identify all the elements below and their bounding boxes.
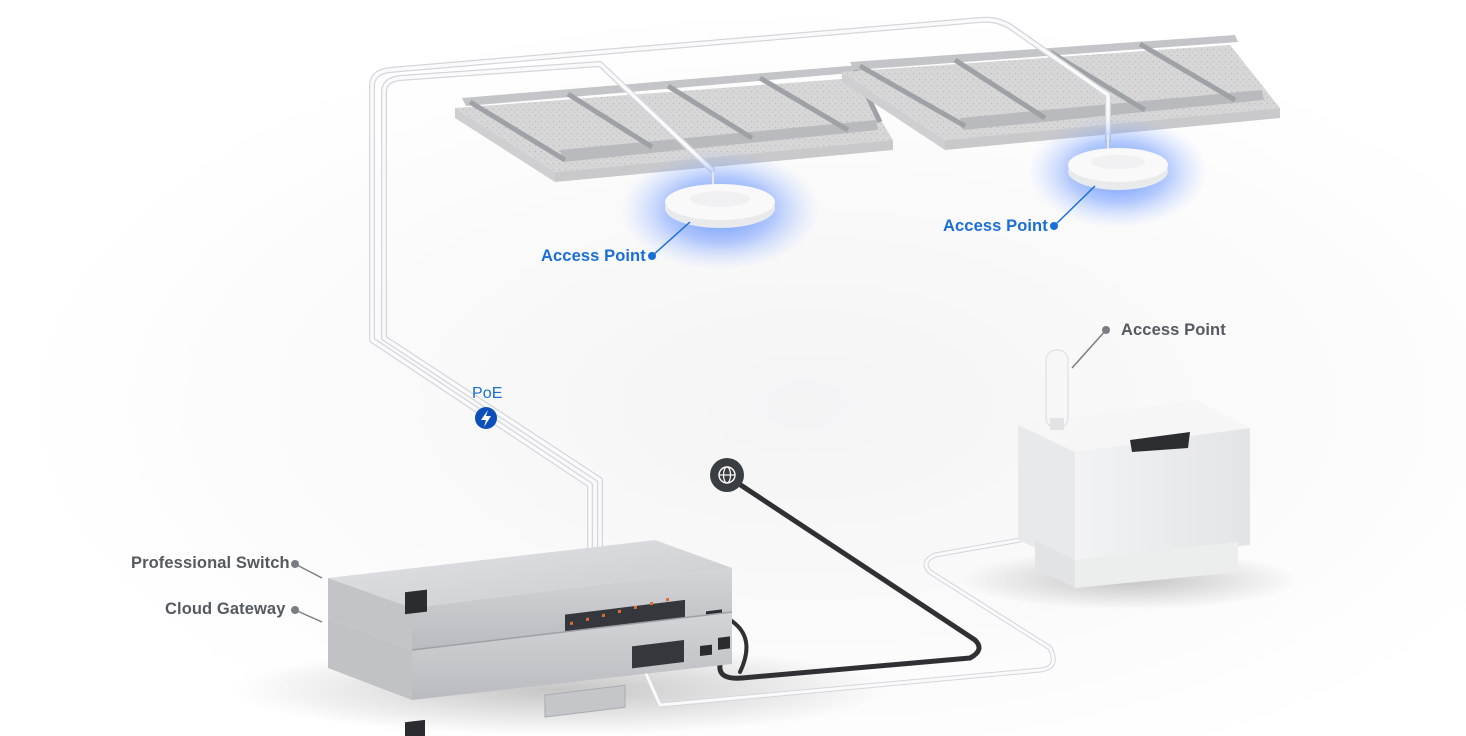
ceiling-panel-2 bbox=[842, 35, 1280, 150]
professional-switch-label: Professional Switch bbox=[131, 554, 290, 572]
leader-lines bbox=[291, 185, 1110, 623]
outdoor-enclosure bbox=[1018, 400, 1250, 588]
access-point-label-3: Access Point bbox=[1121, 321, 1226, 339]
cloud-gateway-label: Cloud Gateway bbox=[165, 600, 286, 618]
access-point-label-1: Access Point bbox=[541, 247, 646, 265]
globe-icon bbox=[710, 458, 744, 492]
poe-cables bbox=[369, 16, 1111, 708]
cloud-gateway bbox=[328, 611, 733, 736]
access-point-ceiling-1 bbox=[620, 150, 820, 270]
access-point-ceiling-2 bbox=[1028, 116, 1208, 228]
poe-label: PoE bbox=[472, 385, 503, 402]
access-point-label-2: Access Point bbox=[943, 217, 1048, 235]
lightning-bolt-icon bbox=[475, 407, 497, 429]
access-point-antenna bbox=[1045, 349, 1069, 430]
